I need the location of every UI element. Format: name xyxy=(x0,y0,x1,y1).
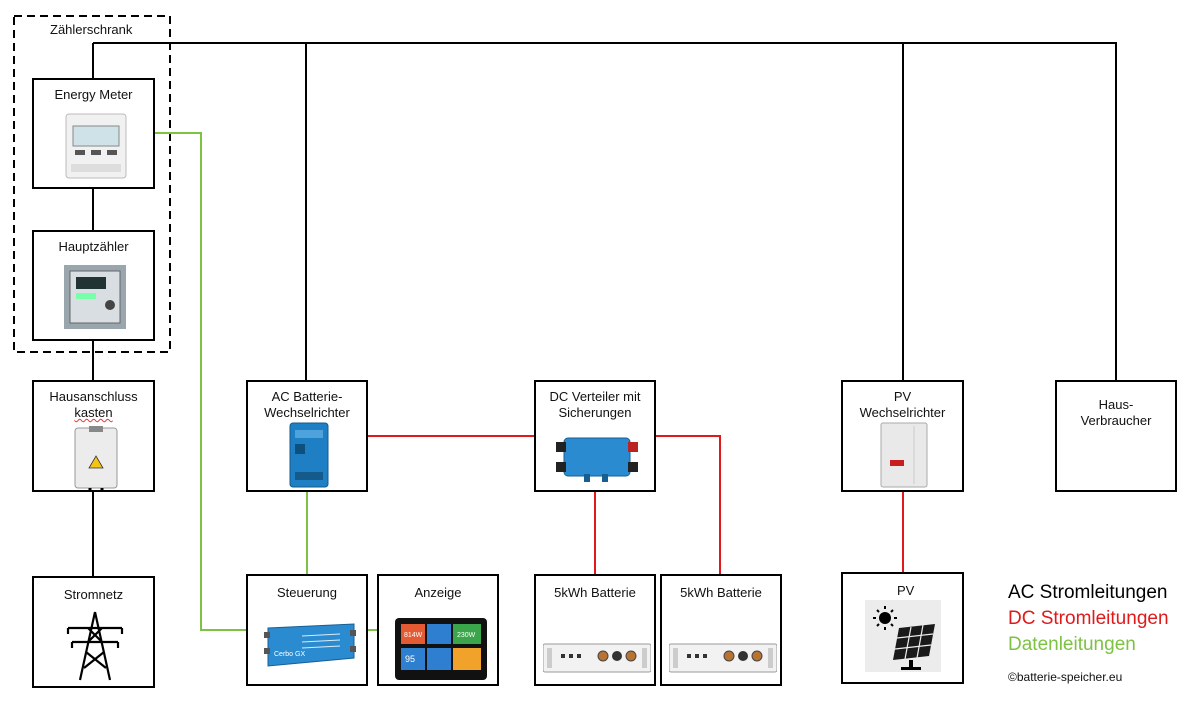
dc-distributor-label-1: DC Verteiler mit xyxy=(549,389,641,404)
pv-box[interactable]: PV xyxy=(841,572,964,684)
dc-lines xyxy=(367,435,904,575)
energy-meter-box[interactable]: Energy Meter xyxy=(32,78,155,189)
ac-battery-inverter-label-2: Wechselrichter xyxy=(264,405,350,420)
electricity-meter-icon xyxy=(64,265,126,329)
controller-brand-text: Cerbo GX xyxy=(274,651,305,658)
data-lines xyxy=(155,132,378,631)
house-connection-box[interactable]: Hausanschluss kasten xyxy=(32,380,155,492)
power-pylon-icon xyxy=(66,611,124,681)
display-label: Anzeige xyxy=(414,585,462,600)
pv-inverter-box[interactable]: PV Wechselrichter xyxy=(841,380,964,492)
controller-label: Steuerung xyxy=(277,585,337,600)
dc-distributor-label-2: Sicherungen xyxy=(558,405,632,420)
legend-data: Datenleitungen xyxy=(1008,634,1136,655)
display-tile-2-value: 230W xyxy=(457,632,476,639)
grid-label: Stromnetz xyxy=(63,587,124,602)
display-box[interactable]: Anzeige 814W 230W 95 xyxy=(377,574,499,686)
pv-inverter-icon xyxy=(880,422,928,488)
ac-lines xyxy=(92,42,1117,577)
energy-meter-label: Energy Meter xyxy=(54,87,133,102)
house-consumers-label-1: Haus- xyxy=(1098,397,1134,412)
house-consumers-box[interactable]: Haus- Verbraucher xyxy=(1055,380,1177,492)
battery-2-label: 5kWh Batterie xyxy=(680,585,762,600)
touch-display-icon: 814W 230W 95 xyxy=(395,618,487,680)
pv-inverter-label-1: PV xyxy=(893,389,912,404)
house-connection-label-2: kasten xyxy=(74,405,113,420)
energy-meter-icon xyxy=(65,113,127,179)
meter-cabinet-frame xyxy=(13,15,171,353)
pv-inverter-label-2: Wechselrichter xyxy=(859,405,946,420)
house-consumers-label-2: Verbraucher xyxy=(1080,413,1152,428)
ac-battery-inverter-label-1: AC Batterie- xyxy=(271,389,343,404)
copyright-text: ©batterie-speicher.eu xyxy=(1008,670,1123,684)
controller-box[interactable]: Steuerung Cerbo GX xyxy=(246,574,368,686)
battery-2-box[interactable]: 5kWh Batterie xyxy=(660,574,782,686)
grid-box[interactable]: Stromnetz xyxy=(32,576,155,688)
main-meter-box[interactable]: Hauptzähler xyxy=(32,230,155,341)
battery-1-label: 5kWh Batterie xyxy=(554,585,636,600)
cerbo-controller-icon: Cerbo GX xyxy=(264,623,356,667)
pv-label: PV xyxy=(897,583,915,598)
solar-panel-icon xyxy=(865,600,941,672)
house-connection-label-1: Hausanschluss xyxy=(49,389,138,404)
battery-inverter-icon xyxy=(289,422,329,488)
legend-ac: AC Stromleitungen xyxy=(1008,582,1168,603)
battery-module-icon xyxy=(543,643,651,673)
legend-dc: DC Stromleitungen xyxy=(1008,608,1169,629)
main-meter-label: Hauptzähler xyxy=(58,239,129,254)
ac-battery-inverter-box[interactable]: AC Batterie- Wechselrichter xyxy=(246,380,368,492)
display-tile-1-value: 814W xyxy=(404,632,423,639)
dc-distributor-icon xyxy=(556,437,638,482)
meter-cabinet-title: Zählerschrank xyxy=(50,22,133,37)
display-tile-3-value: 95 xyxy=(405,654,415,664)
battery-1-box[interactable]: 5kWh Batterie xyxy=(534,574,656,686)
junction-box-icon xyxy=(74,426,118,490)
dc-distributor-box[interactable]: DC Verteiler mit Sicherungen xyxy=(534,380,656,492)
battery-module-icon xyxy=(669,643,777,673)
